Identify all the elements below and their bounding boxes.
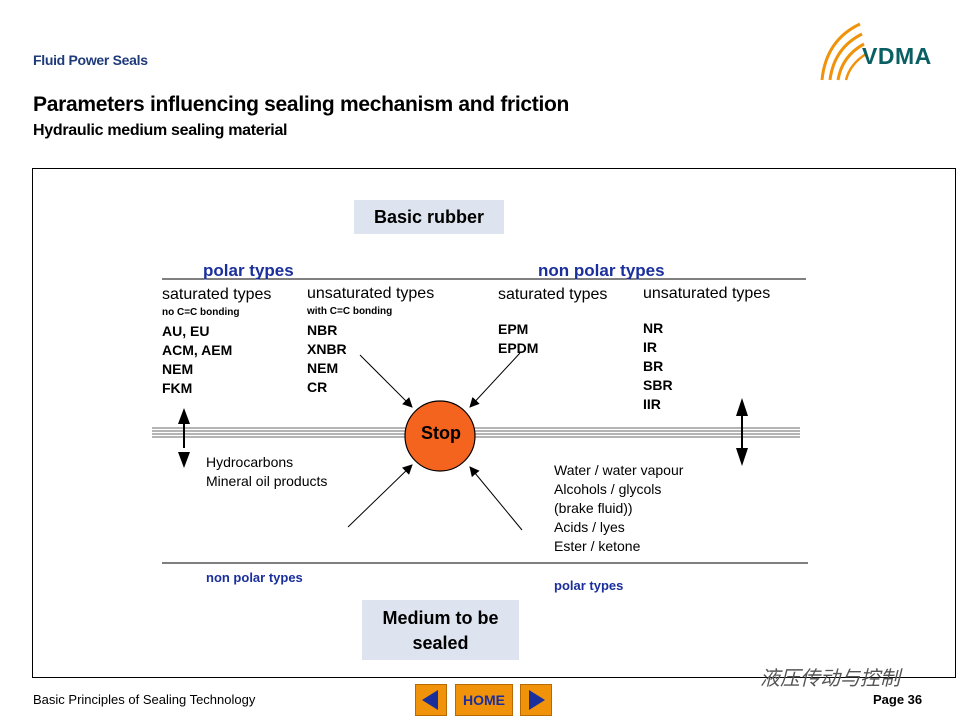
vdma-logo-icon xyxy=(820,22,867,81)
list-item: IIR xyxy=(643,396,661,412)
left-double-arrow xyxy=(178,408,190,468)
arrow-upper-right xyxy=(469,352,521,408)
arrow-lower-right xyxy=(469,466,523,531)
list-item: EPM xyxy=(498,321,529,337)
col1-list: AU, EU ACM, AEM NEM FKM xyxy=(162,322,232,398)
basic-rubber-box: Basic rubber xyxy=(354,200,504,234)
seal-band xyxy=(152,427,800,438)
series-label: Fluid Power Seals xyxy=(33,52,148,68)
list-item: IR xyxy=(643,339,657,355)
medium-box-line1: Medium to be xyxy=(382,608,499,628)
list-item: CR xyxy=(307,379,328,395)
media-left-type-label: non polar types xyxy=(206,570,303,585)
col1-note: no C=C bonding xyxy=(162,307,240,318)
next-page-button[interactable] xyxy=(520,684,552,716)
list-item: Hydrocarbons xyxy=(206,454,294,470)
col2-heading: unsaturated types xyxy=(307,285,435,302)
watermark-text: 液压传动与控制 xyxy=(760,668,900,690)
arrow-upper-left xyxy=(359,354,413,408)
arrow-right-icon xyxy=(529,690,545,710)
list-item: ACM, AEM xyxy=(162,342,233,358)
prev-page-button[interactable] xyxy=(415,684,447,716)
list-item: (brake fluid)) xyxy=(554,500,633,516)
arrow-left-icon xyxy=(422,690,438,710)
list-item: NEM xyxy=(162,361,194,377)
footer-course-title: Basic Principles of Sealing Technology xyxy=(33,692,256,707)
col3-heading: saturated types xyxy=(498,286,608,303)
list-item: XNBR xyxy=(307,341,347,357)
page-title: Parameters influencing sealing mechanism… xyxy=(33,93,570,116)
list-item: AU, EU xyxy=(162,323,210,339)
list-item: SBR xyxy=(643,377,673,393)
list-item: NBR xyxy=(307,322,338,338)
list-item: BR xyxy=(643,358,664,374)
list-item: Water / water vapour xyxy=(554,462,684,478)
home-button[interactable]: HOME xyxy=(455,684,513,716)
list-item: NR xyxy=(643,320,664,336)
list-item: Alcohols / glycols xyxy=(554,481,662,497)
list-item: Ester / ketone xyxy=(554,538,641,554)
stop-circle xyxy=(404,400,476,472)
arrow-lower-left xyxy=(347,464,413,528)
page-subtitle: Hydraulic medium sealing material xyxy=(33,122,288,139)
diagram-frame xyxy=(32,168,956,678)
stop-label: Stop xyxy=(421,423,461,443)
col4-list: NR IR BR SBR IIR xyxy=(643,319,673,414)
media-right-list: Water / water vapour Alcohols / glycols … xyxy=(554,461,683,556)
medium-box: Medium to be sealed xyxy=(362,600,519,660)
col2-list: NBR XNBR NEM CR xyxy=(307,321,347,397)
medium-box-line2: sealed xyxy=(412,633,469,653)
col4-heading: unsaturated types xyxy=(643,285,771,302)
list-item: Mineral oil products xyxy=(206,473,328,489)
list-item: FKM xyxy=(162,380,193,396)
media-right-type-label: polar types xyxy=(554,578,624,593)
right-double-arrow xyxy=(736,398,748,466)
non-polar-types-label: non polar types xyxy=(538,261,665,280)
list-item: Acids / lyes xyxy=(554,519,625,535)
logo-text: VDMA xyxy=(862,43,932,69)
list-item: EPDM xyxy=(498,340,539,356)
media-left-list: Hydrocarbons Mineral oil products xyxy=(206,453,327,491)
col3-list: EPM EPDM xyxy=(498,320,538,358)
page-number: Page 36 xyxy=(873,692,923,707)
col1-heading: saturated types xyxy=(162,286,272,303)
list-item: NEM xyxy=(307,360,339,376)
polar-types-label: polar types xyxy=(203,261,294,280)
col2-note: with C=C bonding xyxy=(307,306,393,317)
